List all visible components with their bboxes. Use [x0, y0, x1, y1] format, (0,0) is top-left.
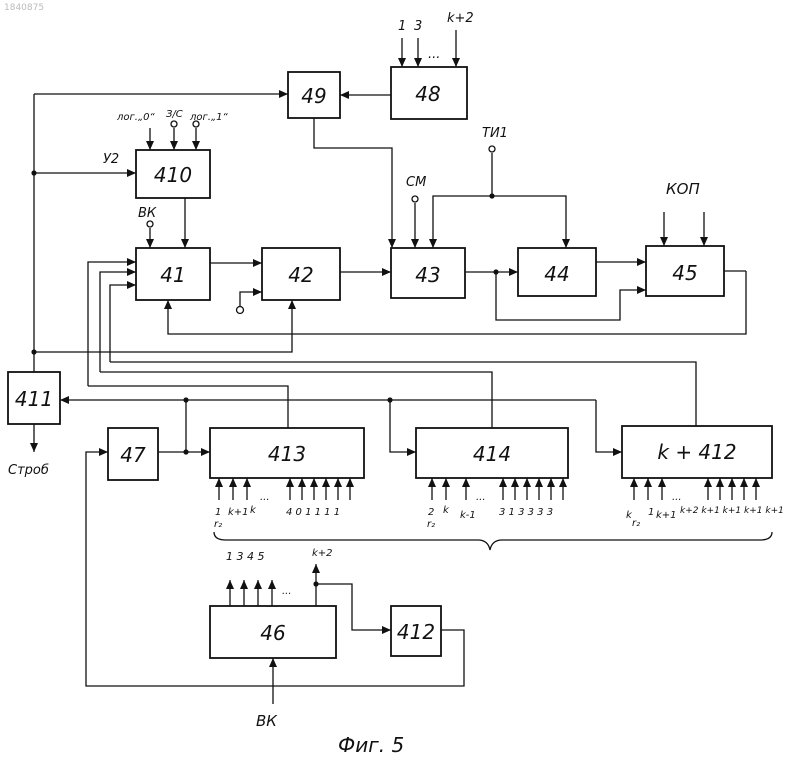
- block-410-label: 410: [154, 163, 192, 187]
- block-43-label: 43: [415, 263, 440, 287]
- block-413-label: 413: [268, 442, 306, 466]
- signal-kop: КОП: [666, 180, 700, 198]
- b414-in-c: k-1: [460, 510, 476, 521]
- block-413: 413: [210, 428, 364, 478]
- block-49-label: 49: [301, 84, 326, 108]
- block-414-inputs: 2 r₂ k k-1 ... 3 1 3 3 3 3: [427, 478, 567, 530]
- block-45-label: 45: [672, 261, 697, 285]
- block-42-label: 42: [288, 263, 313, 287]
- block-41: 41: [136, 248, 210, 300]
- b48-input-k2: k+2: [447, 11, 474, 26]
- signal-zs: З/С: [166, 109, 183, 120]
- signal-log1: лог.„1“: [189, 112, 228, 123]
- grouping-brace: [214, 532, 772, 550]
- b46-out-k2: k+2: [312, 548, 333, 559]
- b413-in-a: 1: [215, 507, 221, 518]
- signal-vk-top: ВК: [138, 206, 157, 221]
- bk412-in-tail: k+2 k+1 k+1 k+1 k+1: [680, 506, 784, 516]
- bk412-in-c: k+1: [656, 510, 677, 521]
- b414-in-tail: 3 1 3 3 3 3: [499, 507, 553, 518]
- b413-in-a-sub: r₂: [214, 519, 222, 530]
- b46-out-dots: ...: [282, 586, 292, 597]
- block-411-label: 411: [15, 387, 53, 411]
- block-k-412-label: k + 412: [657, 440, 736, 464]
- block-49: 49: [288, 72, 340, 118]
- block-413-inputs: 1 r₂ k+1 k ... 4 0 1 1 1 1: [214, 478, 354, 530]
- block-414-label: 414: [473, 442, 511, 466]
- block-410-inputs: лог.„0“ З/С лог.„1“: [116, 109, 228, 150]
- block-42: 42: [262, 248, 340, 300]
- b414-in-dots: ...: [476, 492, 486, 503]
- b413-in-b: k: [250, 505, 257, 516]
- bk412-in-b: 1: [648, 507, 654, 518]
- b48-input-1: 1: [398, 19, 406, 34]
- block-48-label: 48: [415, 82, 440, 106]
- bk412-in-dots: ...: [672, 492, 682, 503]
- signal-log0: лог.„0“: [116, 112, 155, 123]
- signal-u2: У2: [103, 152, 119, 167]
- bk412-in-a-sub: r₂: [632, 518, 640, 529]
- b46-out-labels: 1 3 4 5: [226, 550, 264, 563]
- block-47: 47: [108, 428, 158, 480]
- block-45: 45: [646, 246, 724, 296]
- block-411: 411: [8, 372, 60, 424]
- block-412-label: 412: [397, 620, 435, 644]
- block-46-label: 46: [260, 621, 285, 645]
- b413-in-dots: ...: [260, 492, 270, 503]
- block-410: 410: [136, 150, 210, 198]
- signal-ti1: ТИ1: [482, 126, 508, 141]
- block-43: 43: [391, 248, 465, 298]
- block-k-412-inputs: k r₂ 1 k+1 ... k+2 k+1 k+1 k+1 k+1: [626, 478, 784, 529]
- block-46-outputs: 1 3 4 5 ... k+2: [226, 548, 333, 606]
- block-48-inputs: 1 3 ... k+2: [398, 11, 474, 67]
- b414-in-b: k: [443, 505, 450, 516]
- block-412: 412: [391, 606, 441, 656]
- block-46: 46: [210, 606, 336, 658]
- signal-vk-bottom: ВК: [256, 712, 278, 730]
- b413-in-c: k+1: [228, 507, 249, 518]
- b48-input-3: 3: [414, 19, 422, 34]
- b413-in-tail: 4 0 1 1 1 1: [286, 507, 340, 518]
- block-47-label: 47: [120, 443, 146, 467]
- block-48: 48: [391, 67, 467, 119]
- block-44: 44: [518, 248, 596, 296]
- figure-caption: Фиг. 5: [338, 733, 404, 757]
- block-44-label: 44: [544, 262, 569, 286]
- block-41-label: 41: [160, 263, 185, 287]
- signal-strob: Строб: [8, 463, 49, 478]
- watermark: 1840875: [4, 3, 44, 13]
- b48-input-dots: ...: [428, 47, 440, 62]
- b414-in-a: 2: [428, 507, 434, 518]
- signal-cm: СМ: [406, 175, 426, 190]
- block-k-412: k + 412: [622, 426, 772, 478]
- b414-in-a-sub: r₂: [427, 519, 435, 530]
- block-414: 414: [416, 428, 568, 478]
